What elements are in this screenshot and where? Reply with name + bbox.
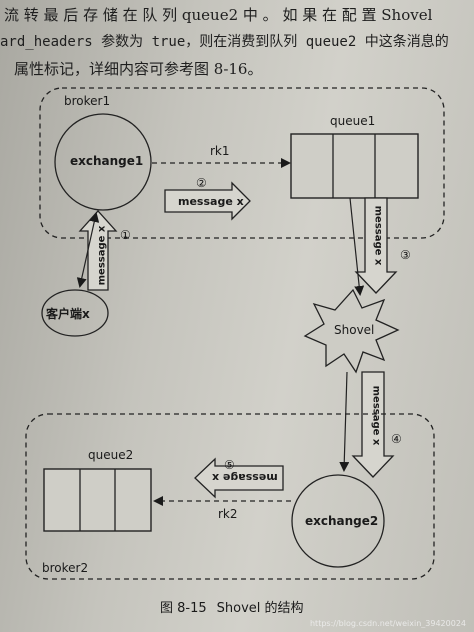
message-arrow-step2 [164, 181, 251, 221]
exchange1-circle [54, 113, 152, 211]
body-text-line-1: 流 转 最 后 存 储 在 队 列 queue2 中 。 如 果 在 配 置 S… [4, 6, 433, 24]
step2-marker: ② [196, 176, 207, 190]
message-label-step1: message x [96, 225, 108, 286]
step1-marker: ① [120, 228, 131, 242]
message-label-step3: message x [372, 205, 384, 266]
exchange2-label: exchange2 [305, 514, 379, 528]
rk1-label: rk1 [210, 144, 230, 158]
shovel-exchange2-line [339, 371, 350, 472]
queue2-label: queue2 [88, 448, 134, 462]
watermark: https://blog.csdn.net/weixin_39420024 [309, 619, 466, 628]
step3-marker: ③ [400, 248, 411, 262]
message-label-step5: message x [212, 471, 278, 484]
message-label-step2: message x [178, 195, 244, 208]
client-circle [41, 289, 109, 337]
exchange1-label: exchange1 [70, 154, 144, 168]
queue2-box [43, 468, 152, 532]
step4-marker: ④ [391, 432, 402, 446]
exchange2-circle [291, 474, 385, 568]
shovel-label: Shovel [334, 323, 375, 337]
client-exchange1-line [76, 212, 100, 288]
broker1-container [39, 87, 445, 239]
step5-marker: ⑤ [224, 458, 235, 472]
broker1-label: broker1 [64, 94, 111, 108]
queue1-label: queue1 [330, 114, 376, 128]
shovel-burst [303, 288, 400, 374]
broker2-container [25, 413, 435, 580]
figure-number: 图 8-15 [160, 601, 207, 616]
broker2-label: broker2 [42, 561, 89, 575]
message-arrow-step3 [354, 197, 398, 294]
body-text-line-3: 属性标记，详细内容可参考图 8-16。 [14, 60, 263, 78]
client-label: 客户端x [46, 307, 90, 321]
queue1-box [290, 133, 419, 199]
figure-title: Shovel 的结构 [216, 601, 304, 616]
body-text-line-2: ard_headers 参数为 true，则在消费到队列 queue2 中这条消… [0, 34, 449, 50]
rk2-label: rk2 [218, 507, 238, 521]
queue1-shovel-line [349, 197, 365, 296]
message-arrow-step5 [194, 457, 284, 499]
message-arrow-step4 [351, 371, 395, 478]
figure-caption: 图 8-15 Shovel 的结构 [160, 597, 314, 616]
message-label-step4: message x [370, 385, 382, 446]
